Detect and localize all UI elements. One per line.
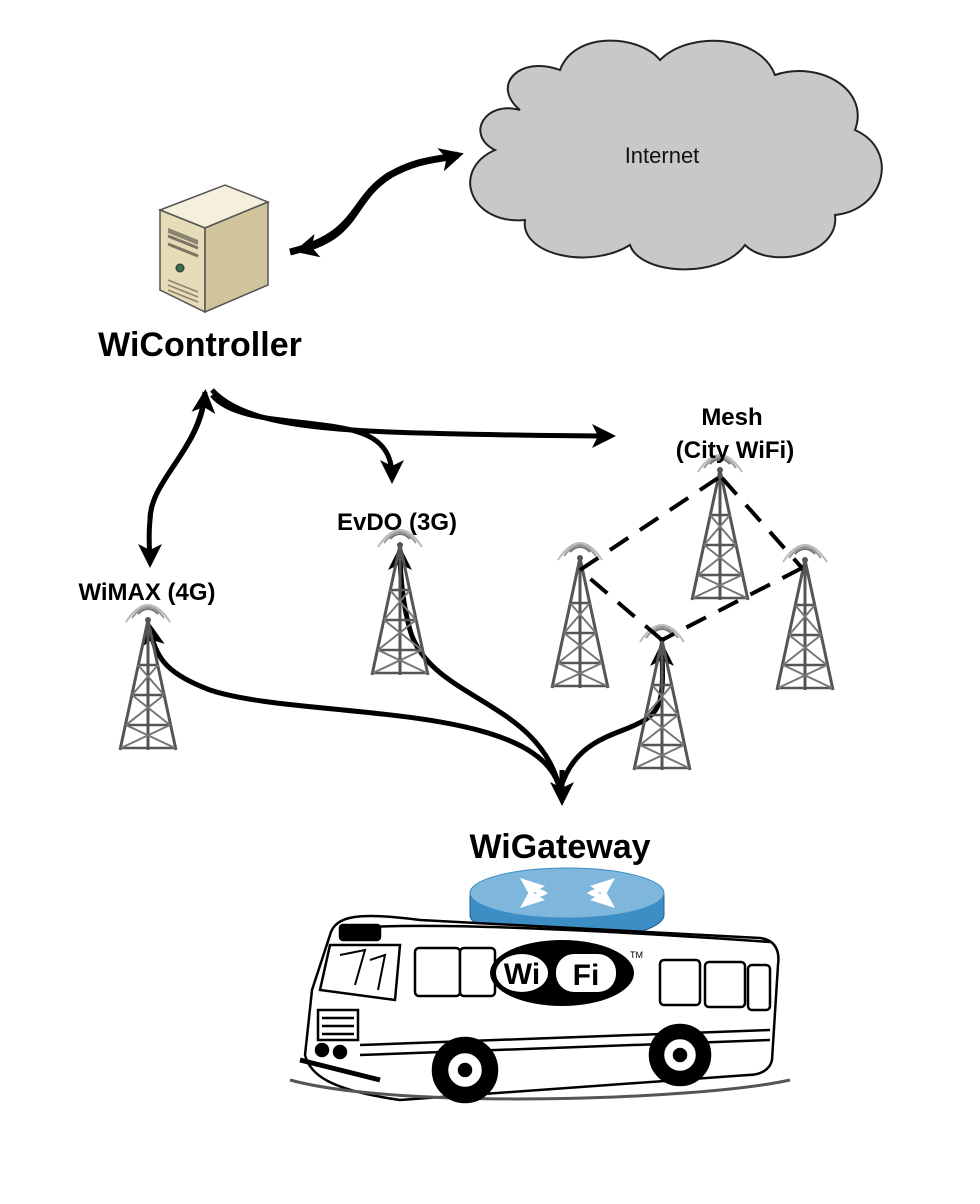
wifi-logo: Wi Fi TM [490,940,643,1006]
mesh-sublabel: (City WiFi) [676,437,794,464]
evdo-label: EvDO (3G) [337,509,457,536]
gateway-evdo-arrow [388,546,563,791]
rear-wheel [648,1023,712,1087]
wifi-logo-right: Fi [573,959,600,992]
mesh-label: Mesh [701,404,762,431]
controller-wimax-arrow [137,391,208,568]
gateway-wimax-arrow [140,622,563,791]
wicontroller-label: WiController [98,326,302,364]
wigateway-label: WiGateway [469,828,650,866]
controller-evdo-arrow [210,393,404,484]
mesh-tower-top-icon [690,453,750,602]
server-icon [157,184,271,314]
internet-cloud: Internet [469,39,883,271]
controller-mesh-arrow [210,388,616,448]
wimax-label: WiMAX (4G) [78,579,215,606]
front-wheel [431,1036,499,1104]
internet-label: Internet [625,143,700,168]
wimax-tower-icon [118,603,178,752]
mesh-links [578,476,804,642]
mesh-tower-right-icon [775,543,835,692]
wifi-logo-tm: TM [630,950,643,960]
server-internet-link [289,148,464,258]
mesh-tower-left-icon [550,541,610,690]
wifi-logo-left: Wi [504,958,540,991]
mesh-tower-bottom-icon [632,623,692,772]
bus-illustration [289,914,791,1104]
